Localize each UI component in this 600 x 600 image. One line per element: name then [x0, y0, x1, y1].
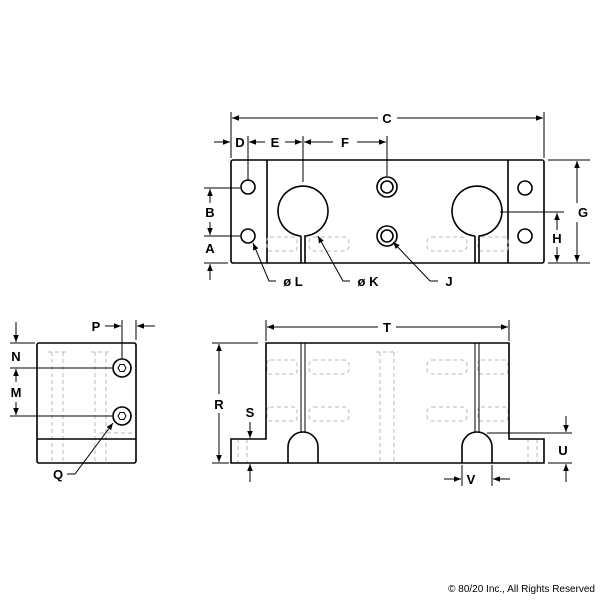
- dim-label-u: U: [558, 443, 567, 458]
- front-body-outline: [230, 342, 545, 464]
- mount-hole: [517, 180, 533, 196]
- socket-screw: [112, 406, 132, 426]
- dim-label-v: V: [467, 472, 476, 487]
- counterbore-hole: [380, 180, 394, 194]
- top-view: C D E F B A G H ø L ø K: [204, 111, 590, 289]
- dim-label-b: B: [205, 205, 214, 220]
- dim-label-a: A: [205, 241, 215, 256]
- dim-label-e: E: [271, 135, 280, 150]
- shaft-bore-right: [451, 185, 503, 263]
- dim-label-p: P: [92, 319, 101, 334]
- mount-hole: [240, 179, 256, 195]
- dim-label-h: H: [552, 231, 561, 246]
- socket-screw: [112, 358, 132, 378]
- dim-label-c: C: [382, 111, 392, 126]
- dim-label-d: D: [235, 135, 244, 150]
- counterbore-hole: [380, 229, 394, 243]
- dim-label-r: R: [214, 397, 224, 412]
- copyright-notice: © 80/20 Inc., All Rights Reserved: [448, 584, 595, 595]
- dim-label-l: ø L: [283, 274, 303, 289]
- dim-label-g: G: [578, 205, 588, 220]
- dim-label-m: M: [11, 385, 22, 400]
- front-view: T R S U V: [212, 320, 572, 487]
- arch-cutout: [287, 431, 319, 463]
- hex-socket-icon: [117, 412, 127, 420]
- side-body-outline: [36, 342, 137, 464]
- dim-label-t: T: [383, 320, 391, 335]
- hex-socket-icon: [117, 364, 127, 372]
- arch-cutout: [461, 431, 493, 463]
- hidden-bolt-paths: [266, 236, 509, 252]
- dim-label-k: ø K: [358, 274, 380, 289]
- mount-hole: [240, 228, 256, 244]
- side-view: N M P Q: [10, 319, 155, 482]
- dim-label-j: J: [445, 274, 452, 289]
- dim-label-q: Q: [53, 467, 63, 482]
- shaft-bore-left: [277, 185, 329, 263]
- dim-label-s: S: [246, 405, 255, 420]
- dim-label-f: F: [341, 135, 349, 150]
- mount-hole: [517, 228, 533, 244]
- dim-label-n: N: [11, 349, 20, 364]
